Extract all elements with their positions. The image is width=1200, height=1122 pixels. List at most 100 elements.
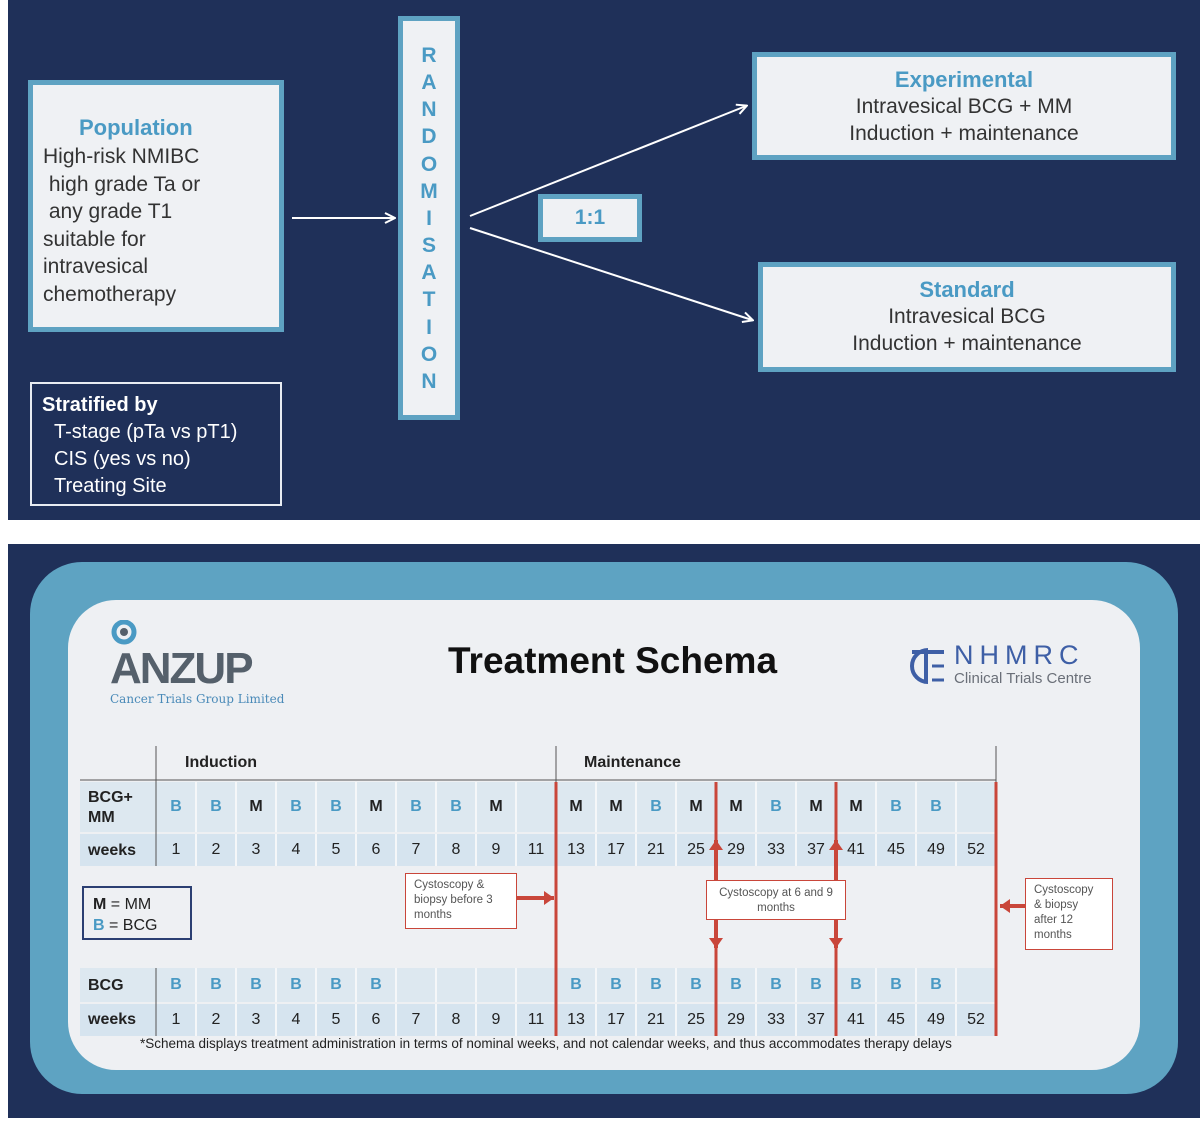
- arm2-week-cell: 21: [647, 1011, 665, 1028]
- arm1-row-label: BCG+ MM: [88, 788, 133, 828]
- induction-label: Induction: [185, 754, 257, 771]
- arm2-week-cell: 5: [331, 1011, 341, 1028]
- arm2-dose-cell: B: [650, 976, 662, 993]
- arm2-week-cell: 11: [527, 1011, 545, 1028]
- arm1-dose-cell: B: [450, 798, 462, 815]
- arm2-week-cell: 9: [491, 1011, 501, 1028]
- arm1-week-cell: 25: [687, 841, 705, 858]
- arm2-dose-cell: B: [730, 976, 742, 993]
- standard-arm-box: Standard Intravesical BCG Induction + ma…: [758, 262, 1176, 372]
- arm2-week-cell: 7: [411, 1011, 421, 1028]
- arm1-dose-cell: M: [609, 798, 623, 815]
- arm1-week-cell: 17: [607, 841, 625, 858]
- arm2-row-label: BCG: [88, 977, 124, 994]
- experimental-arm-line: Intravesical BCG + MM: [855, 95, 1073, 118]
- anzup-logo-subtitle: Cancer Trials Group Limited: [110, 692, 285, 706]
- row-band: [80, 834, 996, 866]
- cystoscopy-note-3-months: Cystoscopy & biopsy before 3 months: [405, 873, 517, 929]
- arm2-week-cell: 8: [451, 1011, 461, 1028]
- arm1-week-cell: 3: [251, 841, 261, 858]
- arm1-week-cell: 29: [727, 841, 745, 858]
- arm2-week-cell: 41: [847, 1011, 865, 1028]
- population-box: Population High-risk NMIBC high grade Ta…: [28, 80, 284, 332]
- maintenance-label: Maintenance: [584, 754, 681, 771]
- arm2-dose-cell: B: [210, 976, 222, 993]
- arm1-dose-cell: B: [290, 798, 302, 815]
- arm2-dose-cell: B: [770, 976, 782, 993]
- legend-mm: M = MM: [93, 894, 190, 915]
- population-line: intravesical: [43, 255, 149, 278]
- arm2-dose-cell: B: [930, 976, 942, 993]
- nhmrc-logo-icon: [910, 648, 944, 684]
- cystoscopy-note-6-9-months: Cystoscopy at 6 and 9 months: [706, 880, 846, 920]
- arm1-week-cell: 1: [171, 841, 181, 858]
- cystoscopy-arrow-head: [709, 840, 723, 850]
- arm2-dose-cell: B: [290, 976, 302, 993]
- legend-b-text: = BCG: [104, 917, 158, 934]
- arm2-week-cell: 25: [687, 1011, 705, 1028]
- arm1-week-cell: 37: [807, 841, 825, 858]
- arm1-weeks-label: weeks: [88, 842, 137, 859]
- arm2-dose-cell: B: [810, 976, 822, 993]
- standard-arm-line: Induction + maintenance: [852, 332, 1082, 355]
- randomisation-letter: N: [421, 98, 437, 122]
- arm1-dose-cell: B: [410, 798, 422, 815]
- arm2-dose-cell: B: [370, 976, 382, 993]
- arm2-week-cell: 2: [211, 1011, 221, 1028]
- arm1-dose-cell: B: [930, 798, 942, 815]
- cystoscopy-arrow-head: [829, 840, 843, 850]
- arm2-week-cell: 1: [171, 1011, 181, 1028]
- anzup-logo-text: ANZUP: [110, 644, 254, 693]
- cystoscopy-arrow-head: [544, 891, 554, 905]
- randomisation-box: R A N D O M I S A T I O N: [398, 16, 460, 420]
- arm1-week-cell: 13: [567, 841, 585, 858]
- stratification-line: Treating Site: [54, 475, 167, 497]
- arm2-week-cell: 37: [807, 1011, 825, 1028]
- randomisation-to-experimental-arrow: [469, 106, 746, 217]
- arm1-dose-cell: B: [170, 798, 182, 815]
- experimental-arm-title: Experimental: [894, 67, 1034, 92]
- population-title: Population: [79, 115, 193, 140]
- arm1-dose-cell: B: [890, 798, 902, 815]
- row-band: [80, 782, 996, 832]
- schema-footnote: *Schema displays treatment administratio…: [140, 1036, 952, 1051]
- allocation-ratio: 1:1: [574, 206, 606, 229]
- arm1-dose-cell: B: [210, 798, 222, 815]
- arm1-week-cell: 8: [451, 841, 461, 858]
- arm1-dose-cell: M: [489, 798, 503, 815]
- population-line: high grade Ta or: [43, 172, 201, 196]
- randomisation-letter: R: [421, 44, 437, 67]
- row-band: [80, 968, 996, 1002]
- arm2-dose-cell: B: [850, 976, 862, 993]
- arm2-week-cell: 3: [251, 1011, 261, 1028]
- standard-arm-title: Standard: [919, 277, 1015, 302]
- population-line: any grade T1: [43, 200, 173, 223]
- arm2-week-cell: 13: [567, 1011, 585, 1028]
- legend-bcg: B = BCG: [93, 915, 190, 936]
- arm1-dose-cell: M: [849, 798, 863, 815]
- arm1-week-cell: 49: [927, 841, 945, 858]
- randomisation-letter: O: [420, 342, 438, 366]
- arm2-dose-cell: B: [890, 976, 902, 993]
- stratification-line: CIS (yes vs no): [54, 448, 191, 470]
- anzup-logo-icon: [111, 620, 137, 645]
- arm1-week-cell: 41: [847, 841, 865, 858]
- arm1-dose-cell: M: [809, 798, 823, 815]
- arm1-dose-cell: M: [369, 798, 383, 815]
- arm1-dose-cell: M: [249, 798, 263, 815]
- arm1-row-label-line: BCG+: [88, 789, 133, 806]
- arm2-week-cell: 52: [967, 1011, 985, 1028]
- arm1-week-cell: 11: [527, 841, 545, 858]
- randomisation-letter: O: [420, 152, 438, 176]
- randomisation-to-standard-arrow: [469, 227, 752, 320]
- arm2-dose-cell: B: [330, 976, 342, 993]
- nhmrc-logo-subtitle: Clinical Trials Centre: [954, 670, 1092, 687]
- arm2-dose-cell: B: [170, 976, 182, 993]
- cystoscopy-arrow-head: [709, 938, 723, 948]
- experimental-arm-line: Induction + maintenance: [849, 122, 1079, 145]
- randomisation-letter: A: [421, 261, 437, 285]
- arm1-dose-cell: M: [569, 798, 583, 815]
- arm2-week-cell: 49: [927, 1011, 945, 1028]
- allocation-ratio-box: 1:1: [538, 194, 642, 242]
- randomisation-letter: A: [421, 71, 437, 95]
